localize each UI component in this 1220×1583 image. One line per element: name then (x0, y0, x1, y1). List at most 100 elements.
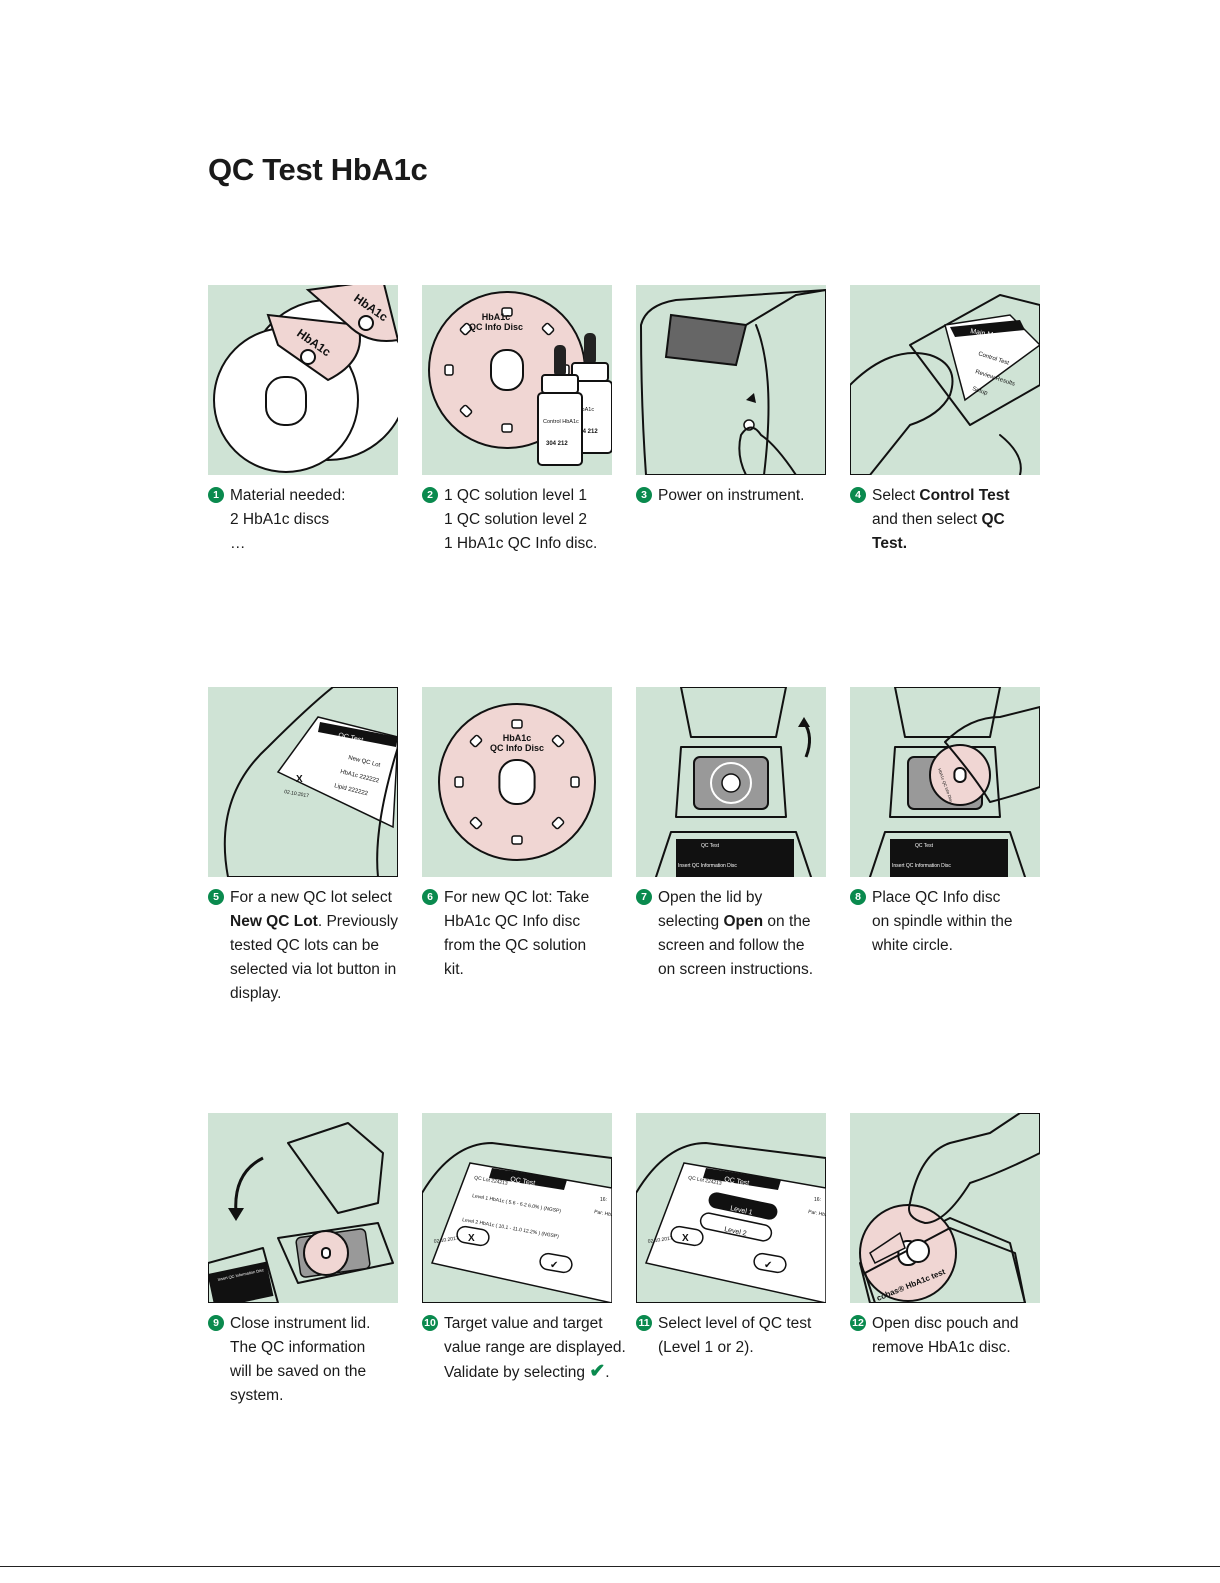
caption-text: selected via lot button in (230, 961, 397, 978)
disc-chamber (675, 746, 787, 818)
screen-time: 16: (600, 1197, 607, 1203)
step-number-badge: 6 (422, 889, 438, 905)
disc-label: QC Info Disc (490, 743, 544, 753)
bottle-label: d HbA1c (573, 407, 594, 413)
disc-label: QC Info Disc (469, 322, 523, 332)
instrument-lid (894, 687, 1001, 738)
bottle-code: 304 212 (576, 429, 598, 435)
cancel-button (670, 1225, 704, 1247)
caption-text: HbA1c QC Info disc (444, 913, 581, 930)
caption-line: system. (230, 1384, 398, 1408)
disc-slot (551, 816, 565, 830)
screen-title-bar (489, 1168, 567, 1190)
caption-text: kit. (444, 961, 464, 978)
spindle-circle (710, 762, 752, 804)
caption-line: HbA1c QC Info disc (444, 910, 612, 934)
caption-text: white circle. (872, 937, 953, 954)
hand (908, 1113, 1040, 1224)
instrument-lid (745, 289, 826, 326)
qc-info-disc (929, 744, 991, 806)
caption-line: screen and follow the (658, 934, 826, 958)
disc-slot (511, 719, 523, 729)
step-number-badge: 11 (636, 1315, 652, 1331)
caption-line: tested QC lots can be (230, 934, 398, 958)
disc-slot (541, 322, 555, 336)
disc-slot (469, 816, 483, 830)
disc-slot (551, 734, 565, 748)
disc-chamber (277, 1222, 394, 1284)
step-number-badge: 9 (208, 1315, 224, 1331)
disc-slot (501, 307, 513, 317)
caption-line: 1 QC solution level 1 (444, 484, 612, 508)
check-icon: ✔ (550, 1260, 558, 1271)
caption-line: kit. (444, 958, 612, 982)
caption-text: For new QC lot: Take (444, 889, 590, 906)
caption-line: New QC Lot. Previously (230, 910, 398, 934)
caption-line: value range are displayed. (444, 1336, 626, 1360)
pouch-front (864, 1227, 1026, 1303)
caption-line: Material needed: (230, 484, 398, 508)
caption-line: (Level 1 or 2). (658, 1336, 826, 1360)
step-number-badge: 3 (636, 487, 652, 503)
sample-port-icon (300, 349, 316, 365)
instrument-body (422, 1142, 612, 1303)
step-caption: 11 Select level of QC test(Level 1 or 2). (636, 1312, 826, 1360)
instrument-body (909, 294, 1040, 426)
page-title: QC Test HbA1c (208, 152, 428, 187)
screen-time: 16: (814, 1197, 821, 1203)
qc-lot: QC Lot 224213 (474, 1175, 509, 1187)
disc-slot (444, 364, 454, 376)
cancel-label: X (468, 1233, 475, 1244)
caption-text: value range are displayed. (444, 1339, 626, 1356)
instrument-screen-frame (655, 831, 812, 877)
caption-text: on screen instructions. (658, 961, 814, 978)
disc-label-area (869, 1231, 906, 1265)
instrument-edge (755, 324, 770, 475)
caption-text: . (605, 1364, 610, 1381)
caption-text: Target value and target (444, 1315, 603, 1332)
instrument-body (640, 289, 826, 475)
disc-slot (501, 423, 513, 433)
illustration-svg: cobas® HbA1c test (859, 1113, 1040, 1303)
bottle-label: Control HbA1c (543, 419, 579, 425)
disc-label-area (305, 285, 398, 342)
ok-button (753, 1252, 787, 1274)
cancel-label: X (682, 1233, 689, 1244)
check-icon: ✔ (764, 1260, 772, 1271)
caption-text: tested QC lots can be (230, 937, 380, 954)
disc-label: HbA1c (503, 733, 532, 743)
caption-text: For a new QC lot select (230, 889, 392, 906)
instrument-screen (664, 313, 748, 367)
caption-line: Target value and target (444, 1312, 612, 1336)
level-2-label: Level 2 (724, 1226, 748, 1238)
screen-title: QC Test (510, 1176, 536, 1187)
ok-button (539, 1252, 573, 1274)
caption-text: Validate by selecting (444, 1364, 590, 1381)
caption-line: Select level of QC test (658, 1312, 826, 1336)
bottle-code: 304 212 (546, 441, 568, 447)
caption-line: on screen instructions. (658, 958, 826, 982)
caption-text: The QC information (230, 1339, 366, 1356)
caption-line: Test. (872, 532, 1040, 556)
caption-line: will be saved on the (230, 1360, 398, 1384)
instrument-screen-frame (208, 1247, 279, 1303)
level-1-button (708, 1192, 778, 1220)
caption-line: remove HbA1c disc. (872, 1336, 1040, 1360)
